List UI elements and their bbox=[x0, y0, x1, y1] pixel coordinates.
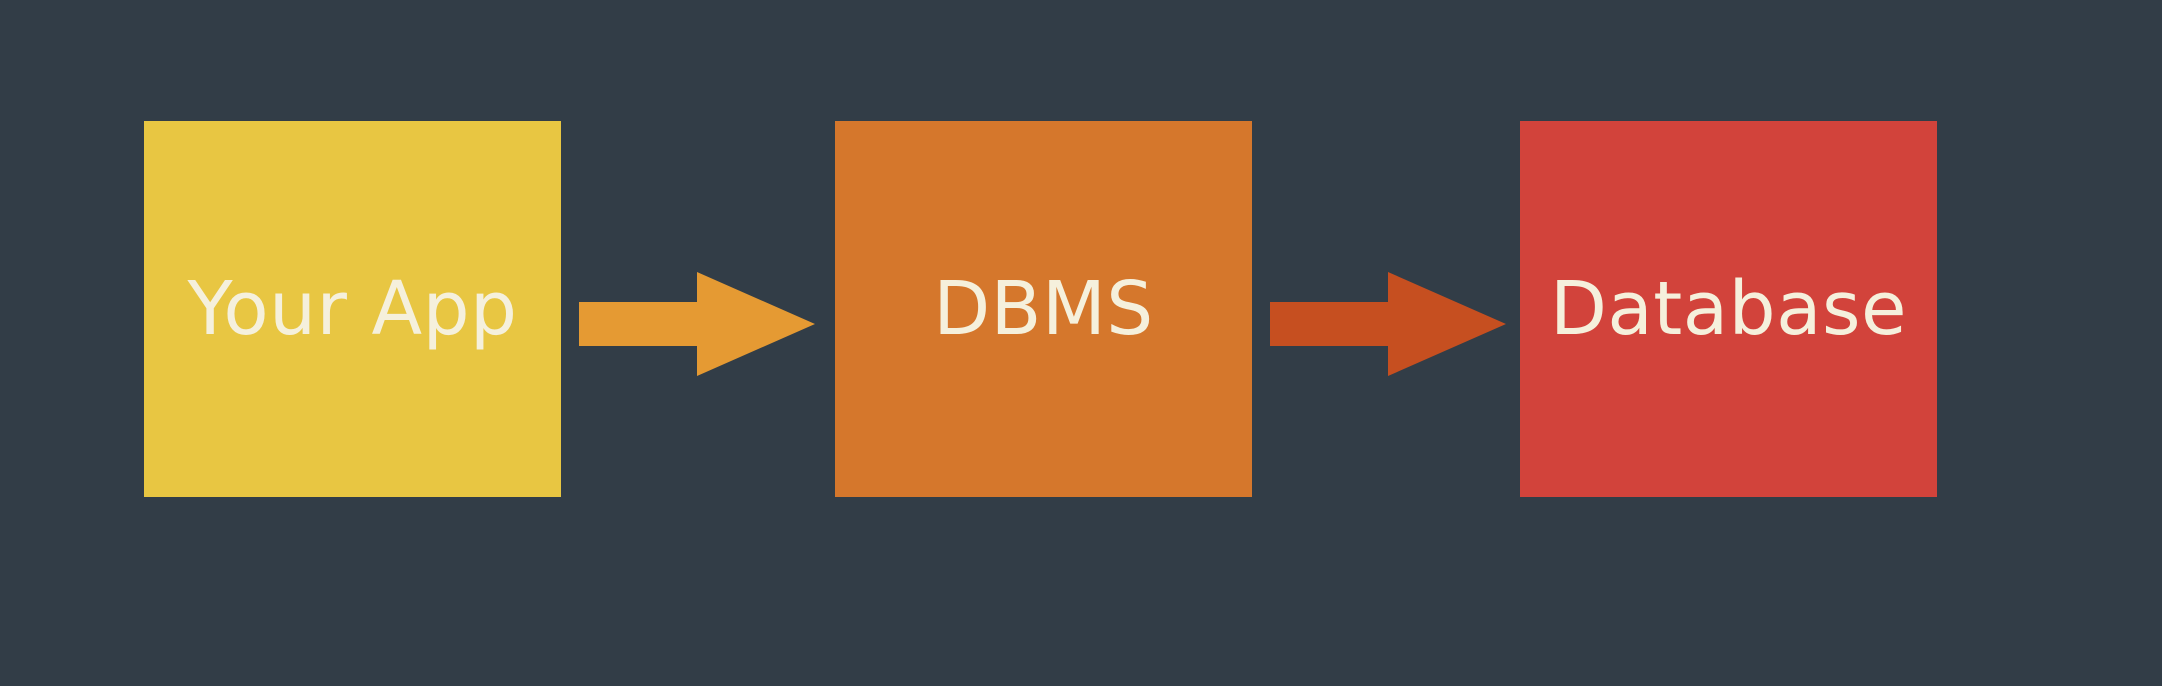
dbms-box: DBMS bbox=[835, 121, 1252, 497]
database-box: Database bbox=[1520, 121, 1937, 497]
dbms-label: DBMS bbox=[933, 266, 1154, 352]
arrow-right-icon bbox=[1270, 272, 1506, 376]
your-app-label: Your App bbox=[187, 266, 518, 352]
arrow-right-icon bbox=[579, 272, 815, 376]
your-app-box: Your App bbox=[144, 121, 561, 497]
app-to-dbms-arrow bbox=[579, 272, 815, 376]
database-label: Database bbox=[1549, 266, 1908, 352]
dbms-to-database-arrow bbox=[1270, 272, 1506, 376]
